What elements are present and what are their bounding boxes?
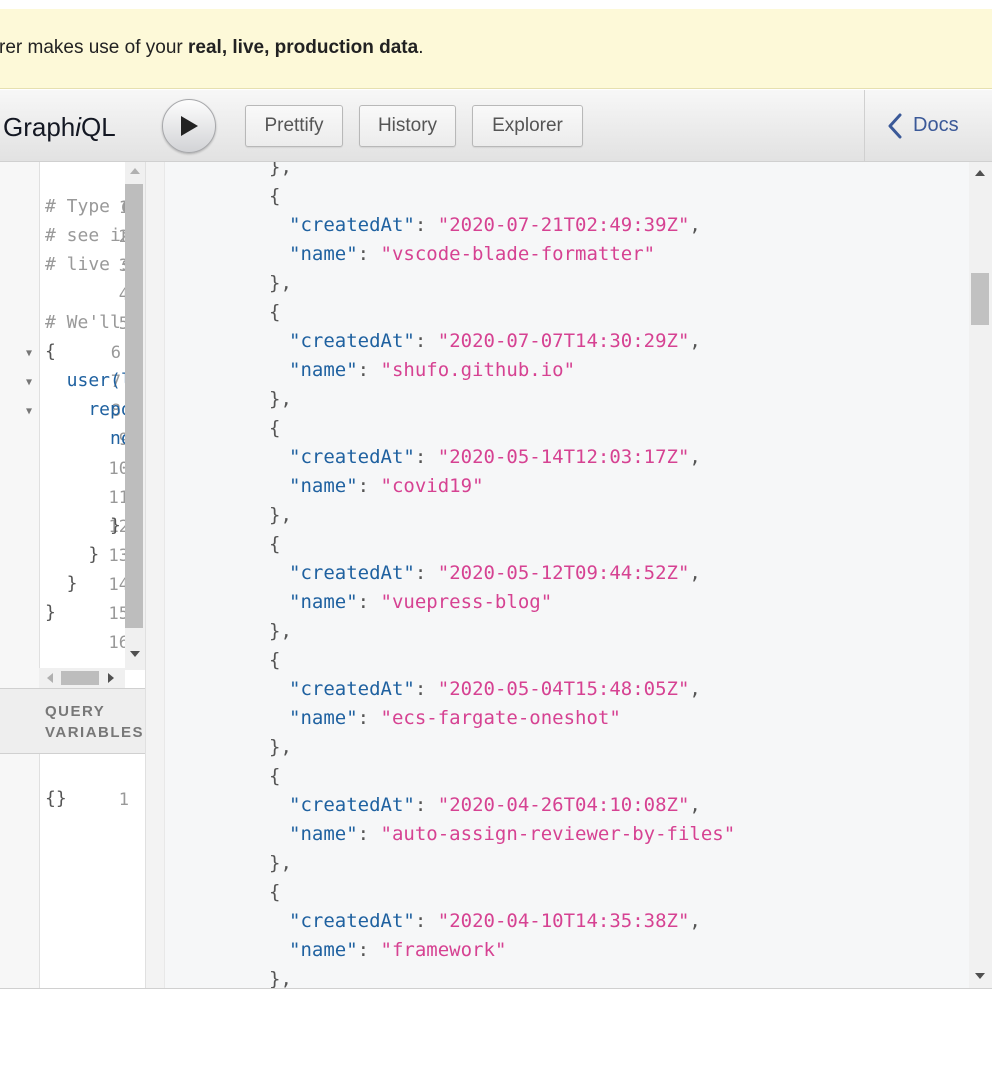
variables-editor[interactable]: 1 {} [0,754,145,988]
query-code-line: # live s [45,254,132,275]
explorer-button[interactable]: Explorer [472,105,583,147]
fold-arrow-icon[interactable]: ▼ [26,377,33,388]
json-brace: { [269,765,281,787]
chevron-left-icon [888,113,902,139]
result-viewer: }, { "createdAt": "2020-07-21T02:49:39Z", "… [165,162,969,988]
json-name: "name": "shufo.github.io" [289,359,576,381]
line-number: 13 [108,546,129,566]
json-brace: }, [269,272,292,294]
line-number: 16 [108,633,129,653]
json-brace: }, [269,504,292,526]
json-brace: }, [269,620,292,642]
banner-bold: real, live, production data [188,37,419,58]
query-editor[interactable]: 1# Type q 2# see in 3# live s 4 5# We'll 6 ▼ {… [0,162,145,688]
json-brace: { [269,301,281,323]
bottom-border [0,988,992,989]
json-created-at: "createdAt": "2020-04-26T04:10:08Z", [289,794,701,816]
editor-divider[interactable] [145,162,165,988]
line-number: 11 [108,488,129,508]
line-number: 7 [110,372,121,392]
json-name: "name": "vuepress-blog" [289,591,553,613]
docs-label: Docs [913,114,959,136]
result-vertical-scrollbar[interactable] [969,162,992,988]
history-button[interactable]: History [359,105,456,147]
variables-gutter [0,754,40,988]
json-brace: }, [269,388,292,410]
query-code-line: user(l [45,370,132,391]
query-code-line: # see in [45,225,132,246]
json-created-at: "createdAt": "2020-05-04T15:48:05Z", [289,678,701,700]
run-query-button[interactable] [162,99,216,153]
prettify-button[interactable]: Prettify [245,105,343,147]
scroll-up-arrow-icon[interactable] [130,168,140,174]
query-code-line: repo [45,399,132,420]
json-name: "name": "framework" [289,939,507,961]
query-code-line: # Type q [45,196,132,217]
query-vertical-scrollbar[interactable] [125,162,145,670]
line-number: 6 [110,343,121,363]
query-hscroll-thumb[interactable] [61,671,99,685]
toolbar: GraphiQL Prettify History Explorer Docs [0,90,992,162]
notice-banner: rer makes use of your real, live, produc… [0,9,992,89]
play-icon [181,116,198,136]
result-scroll-thumb[interactable] [971,273,989,325]
query-code-line: } [45,515,121,536]
line-number: 9 [118,430,129,450]
json-name: "name": "vscode-blade-formatter" [289,243,656,265]
json-brace: }, [269,162,292,178]
query-code-line: } [45,544,100,565]
json-brace: { [269,417,281,439]
line-number: 1 [118,198,129,218]
banner-prefix: rer makes use of your [0,37,189,58]
query-horizontal-scrollbar[interactable] [39,668,125,688]
line-number: 12 [108,517,129,537]
json-brace: { [269,185,281,207]
scroll-left-arrow-icon[interactable] [47,673,53,683]
json-created-at: "createdAt": "2020-04-10T14:35:38Z", [289,910,701,932]
query-code-line: } [45,573,78,594]
json-brace: { [269,533,281,555]
json-brace: }, [269,968,292,988]
json-name: "name": "auto-assign-reviewer-by-files" [289,823,736,845]
scroll-right-arrow-icon[interactable] [108,673,114,683]
line-number: 2 [118,227,129,247]
line-number: 8 [110,401,121,421]
line-number: 3 [118,256,129,276]
json-name: "name": "covid19" [289,475,484,497]
line-number: 10 [108,459,129,479]
graphiql-logo: GraphiQL [3,112,116,142]
json-created-at: "createdAt": "2020-05-12T09:44:52Z", [289,562,701,584]
scroll-down-arrow-icon[interactable] [130,651,140,657]
json-created-at: "createdAt": "2020-07-21T02:49:39Z", [289,214,701,236]
query-variables-title: QUERY VARIABLES [45,703,145,741]
scroll-down-arrow-icon[interactable] [975,973,985,979]
fold-arrow-icon[interactable]: ▼ [26,406,33,417]
json-brace: { [269,881,281,903]
line-number: 1 [118,790,129,810]
json-brace: }, [269,852,292,874]
variables-content: {} [45,788,67,809]
json-created-at: "createdAt": "2020-05-14T12:03:17Z", [289,446,701,468]
json-created-at: "createdAt": "2020-07-07T14:30:29Z", [289,330,701,352]
line-number: 15 [108,604,129,624]
json-brace: }, [269,736,292,758]
json-brace: { [269,649,281,671]
query-scroll-thumb[interactable] [125,184,143,628]
banner-suffix: . [418,37,424,58]
line-number: 4 [118,285,129,305]
line-number: 14 [108,575,129,595]
query-code-line: # We'll [45,312,132,333]
line-number: 5 [118,314,129,334]
json-name: "name": "ecs-fargate-oneshot" [289,707,621,729]
query-variables-header[interactable]: QUERY VARIABLES [0,688,145,754]
query-code-line: { [45,341,56,362]
query-gutter [0,162,40,688]
docs-button[interactable]: Docs [864,90,993,161]
banner-text: rer makes use of your real, live, produc… [0,37,423,59]
fold-arrow-icon[interactable]: ▼ [26,348,33,359]
query-code-line: } [45,602,56,623]
query-code-line: no [45,428,132,449]
scroll-up-arrow-icon[interactable] [975,170,985,176]
